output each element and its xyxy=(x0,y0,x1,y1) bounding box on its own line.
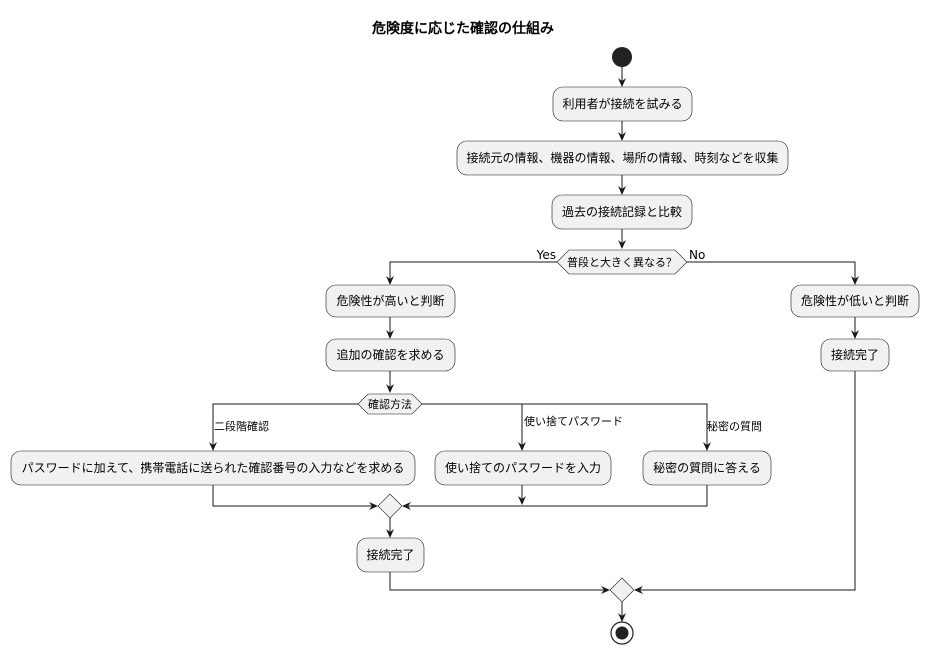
node-one-time-label: 使い捨てのパスワードを入力 xyxy=(445,460,601,475)
edge-label-no: No xyxy=(689,248,705,262)
decision-method-label: 確認方法 xyxy=(368,397,412,411)
edge-label-secret-q: 秘密の質問 xyxy=(707,419,762,433)
node-two-step: パスワードに加えて、携帯電話に送られた確認番号の入力などを求める xyxy=(10,450,416,486)
edge-label-two-step: 二段階確認 xyxy=(214,419,269,433)
node-request-more: 追加の確認を求める xyxy=(325,338,456,372)
edges xyxy=(209,67,859,622)
decision-unusual: 普段と大きく異なる？ xyxy=(556,249,688,275)
end-node xyxy=(610,621,634,645)
decision-unusual-label: 普段と大きく異なる？ xyxy=(567,255,677,269)
diagram-title: 危険度に応じた確認の仕組み xyxy=(371,20,554,37)
node-done-left-label: 接続完了 xyxy=(366,547,414,562)
node-attempt: 利用者が接続を試みる xyxy=(552,86,693,122)
decision-method: 確認方法 xyxy=(357,393,423,415)
node-done-left: 接続完了 xyxy=(356,537,425,573)
node-compare: 過去の接続記録と比較 xyxy=(551,194,693,230)
node-low-risk-label: 危険性が低いと判断 xyxy=(801,293,909,308)
merge-diamond-methods xyxy=(377,493,403,519)
merge-diamond-final xyxy=(609,577,635,603)
node-attempt-label: 利用者が接続を試みる xyxy=(562,96,682,111)
node-done-right-label: 接続完了 xyxy=(831,347,879,362)
node-one-time: 使い捨てのパスワードを入力 xyxy=(434,450,612,486)
start-node xyxy=(612,47,632,67)
node-high-risk: 危険性が高いと判断 xyxy=(325,284,456,318)
node-collect-label: 接続元の情報、機器の情報、場所の情報、時刻などを収集 xyxy=(466,150,778,165)
node-secret-q: 秘密の質問に答える xyxy=(642,450,772,486)
edge-label-yes: Yes xyxy=(536,248,556,262)
node-two-step-label: パスワードに加えて、携帯電話に送られた確認番号の入力などを求める xyxy=(22,460,405,475)
node-done-right: 接続完了 xyxy=(820,338,890,372)
node-request-more-label: 追加の確認を求める xyxy=(336,347,444,362)
edge-label-one-time: 使い捨てパスワード xyxy=(524,414,623,428)
node-compare-label: 過去の接続記録と比較 xyxy=(562,204,682,219)
node-high-risk-label: 危険性が高いと判断 xyxy=(336,293,444,308)
node-collect: 接続元の情報、機器の情報、場所の情報、時刻などを収集 xyxy=(456,140,789,176)
node-low-risk: 危険性が低いと判断 xyxy=(790,284,920,318)
node-secret-q-label: 秘密の質問に答える xyxy=(653,460,761,475)
